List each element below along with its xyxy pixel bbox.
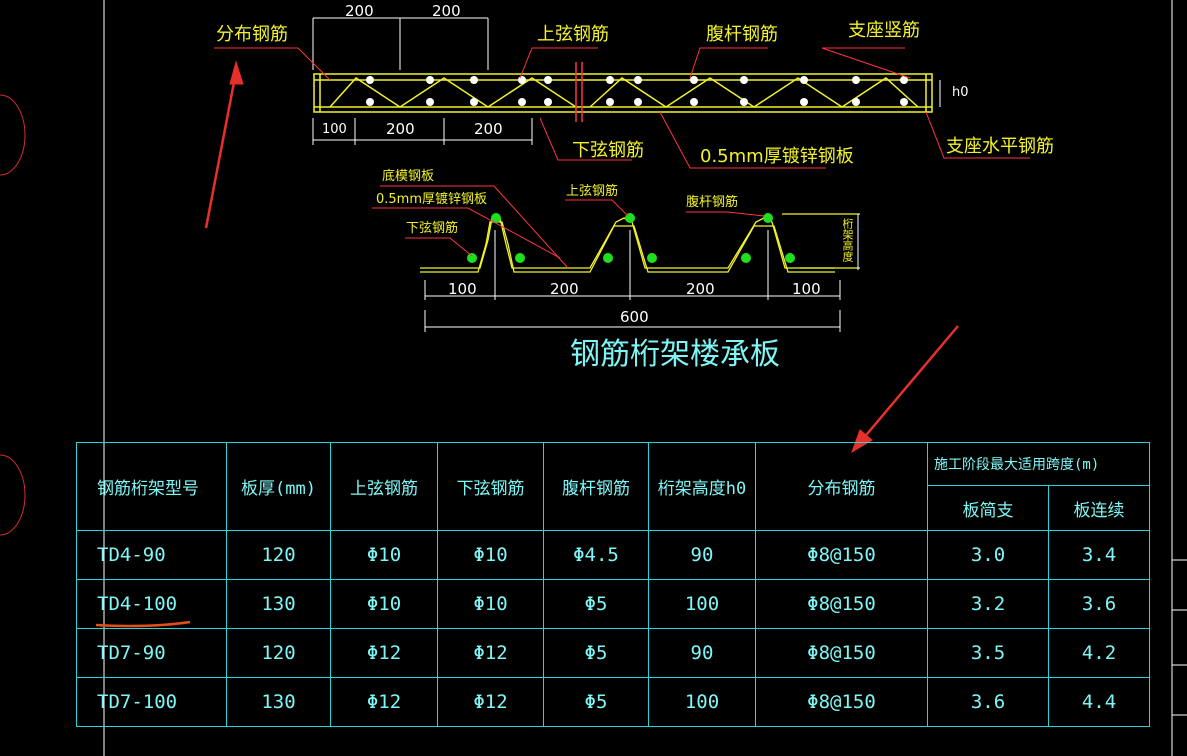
dim-section-4: 100 [792,280,821,298]
dim-section-total: 600 [620,308,649,326]
header-max-span: 施工阶段最大适用跨度(m) [926,442,1151,486]
cell-distribution: Φ8@150 [755,579,928,629]
label-support-horizontal: 支座水平钢筋 [946,136,1054,157]
cell-span-simple: 3.5 [927,628,1049,678]
cell-thickness: 130 [226,677,331,727]
cell-span-continuous: 3.6 [1047,579,1151,629]
dim-section-3: 200 [686,280,715,298]
dim-bottom-2: 200 [386,120,415,138]
table-row: TD4-90 120 Φ10 Φ10 Φ4.5 90 Φ8@150 3.0 3.… [76,530,1151,580]
truss-spec-table: 钢筋桁架型号 板厚(mm) 上弦钢筋 下弦钢筋 腹杆钢筋 桁架高度h0 分布钢筋… [76,442,1151,727]
cell-bottom-chord: Φ12 [437,628,544,678]
table-row: TD4-100 130 Φ10 Φ10 Φ5 100 Φ8@150 3.2 3.… [76,579,1151,629]
label-section-web: 腹杆钢筋 [686,195,739,210]
label-section-bottom-chord: 下弦钢筋 [406,221,459,236]
cell-top-chord: Φ12 [330,677,438,727]
dim-top-1: 200 [345,2,374,20]
dim-bottom-1: 100 [322,122,347,137]
label-truss-height: 桁架高度 [841,218,854,262]
label-plate: 0.5mm厚镀锌钢板 [700,146,854,167]
cell-height: 90 [648,530,756,580]
section-title: 钢筋桁架楼承板 [570,337,780,372]
cell-span-simple: 3.6 [927,677,1049,727]
cell-web: Φ5 [543,579,649,629]
cell-bottom-chord: Φ10 [437,579,544,629]
cell-model: TD4-100 [76,579,227,629]
header-top-chord: 上弦钢筋 [330,442,438,531]
cell-span-continuous: 4.2 [1047,628,1151,678]
label-deck: 底模钢板 [382,169,435,184]
label-distribution-rebar: 分布钢筋 [216,24,288,45]
header-continuous: 板连续 [1047,485,1151,531]
cell-span-simple: 3.2 [927,579,1049,629]
dim-section-2: 200 [550,280,579,298]
cell-top-chord: Φ12 [330,628,438,678]
label-bottom-chord: 下弦钢筋 [572,140,644,161]
cell-web: Φ5 [543,628,649,678]
header-truss-height: 桁架高度h0 [648,442,756,531]
label-web-rebar: 腹杆钢筋 [706,24,778,45]
cell-model: TD7-90 [76,628,227,678]
cell-height: 90 [648,628,756,678]
truss-elevation [313,73,933,113]
cell-top-chord: Φ10 [330,579,438,629]
cell-height: 100 [648,677,756,727]
cell-distribution: Φ8@150 [755,677,928,727]
label-section-top-chord: 上弦钢筋 [566,184,619,199]
table-row: TD7-90 120 Φ12 Φ12 Φ5 90 Φ8@150 3.5 4.2 [76,628,1151,678]
header-web: 腹杆钢筋 [543,442,649,531]
label-h0: h0 [952,85,969,100]
table-row: TD7-100 130 Φ12 Φ12 Φ5 100 Φ8@150 3.6 4.… [76,677,1151,727]
cell-span-continuous: 4.4 [1047,677,1151,727]
cell-model: TD4-90 [76,530,227,580]
label-top-chord: 上弦钢筋 [537,24,609,45]
cell-span-simple: 3.0 [927,530,1049,580]
cell-height: 100 [648,579,756,629]
header-thickness: 板厚(mm) [226,442,331,531]
label-support-vertical: 支座竖筋 [848,20,920,41]
truss-dots [366,76,908,106]
cell-bottom-chord: Φ10 [437,530,544,580]
cell-thickness: 130 [226,579,331,629]
cell-span-continuous: 3.4 [1047,530,1151,580]
cell-distribution: Φ8@150 [755,628,928,678]
label-section-plate: 0.5mm厚镀锌钢板 [376,192,488,207]
cell-web: Φ4.5 [543,530,649,580]
dim-bottom-3: 200 [474,120,503,138]
cell-top-chord: Φ10 [330,530,438,580]
header-model: 钢筋桁架型号 [76,442,227,531]
dim-top-2: 200 [432,2,461,20]
deck-profile [420,213,860,273]
cell-thickness: 120 [226,530,331,580]
header-simple-support: 板简支 [927,485,1049,531]
cell-thickness: 120 [226,628,331,678]
dim-section-1: 100 [448,280,477,298]
cell-bottom-chord: Φ12 [437,677,544,727]
cell-distribution: Φ8@150 [755,530,928,580]
header-distribution: 分布钢筋 [755,442,928,531]
cell-model: TD7-100 [76,677,227,727]
header-bottom-chord: 下弦钢筋 [437,442,544,531]
cell-web: Φ5 [543,677,649,727]
